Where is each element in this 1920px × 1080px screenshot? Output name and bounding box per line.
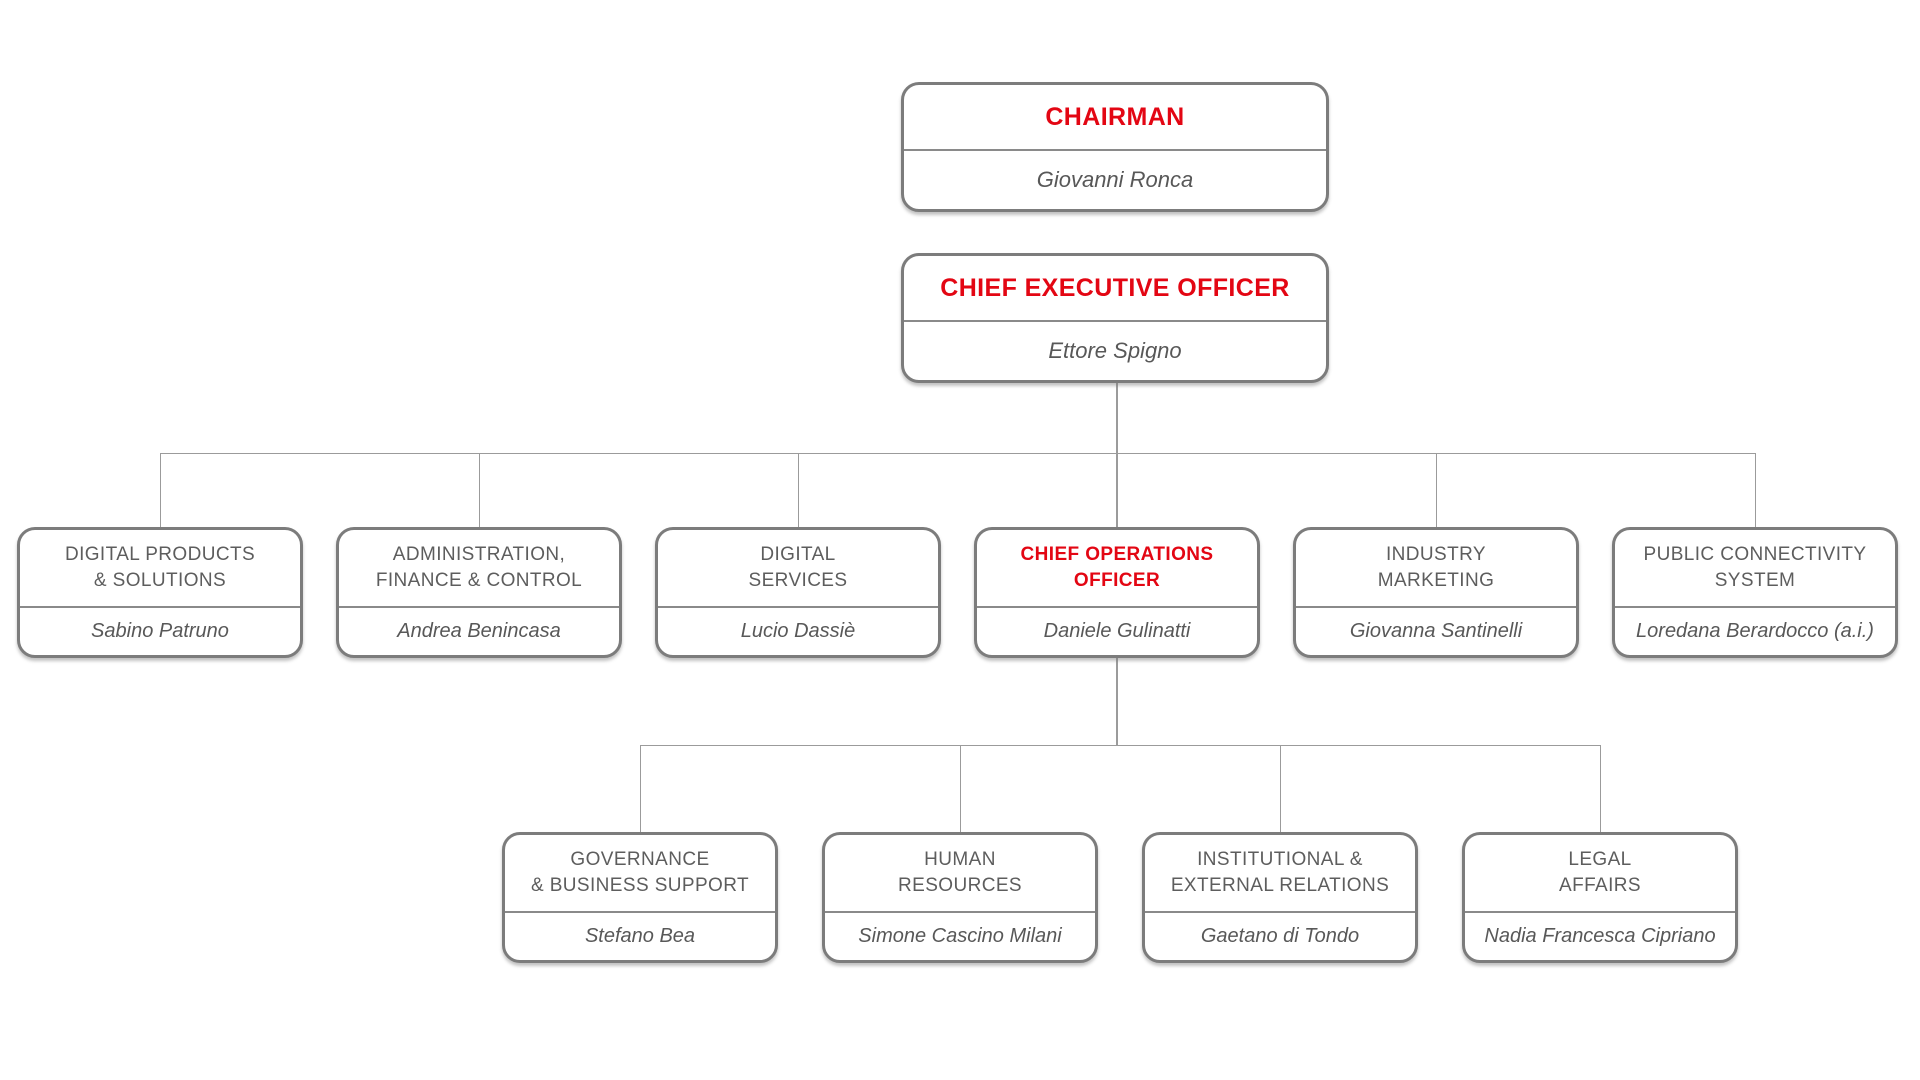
connector-drop-6 [1754,453,1756,527]
org-node-legal-affairs: LEGAL AFFAIRS Nadia Francesca Cipriano [1462,832,1738,963]
node-name: Giovanni Ronca [1036,167,1194,192]
connector-coo-drop [1116,658,1118,745]
node-name: Lucio Dassiè [740,620,856,642]
org-node-coo: CHIEF OPERATIONS OFFICER Daniele Gulinat… [974,527,1260,658]
node-name: Giovanna Santinelli [1349,620,1523,642]
connector-drop-8 [959,745,961,832]
org-node-administration-finance-control: ADMINISTRATION, FINANCE & CONTROL Andrea… [336,527,622,658]
connector-drop-3 [797,453,799,527]
node-name: Stefano Bea [584,925,696,947]
node-name: Nadia Francesca Cipriano [1484,925,1716,947]
node-name: Gaetano di Tondo [1200,925,1360,947]
connector-bus-coo [640,744,1601,746]
connector-bus-ceo [160,452,1756,454]
node-title: DIGITAL SERVICES [658,530,938,608]
node-title: INSTITUTIONAL & EXTERNAL RELATIONS [1145,835,1415,913]
connector-drop-10 [1599,745,1601,832]
node-title: DIGITAL PRODUCTS & SOLUTIONS [20,530,300,608]
node-title: LEGAL AFFAIRS [1465,835,1735,913]
node-name: Ettore Spigno [1048,338,1182,363]
node-title: CHIEF EXECUTIVE OFFICER [904,256,1326,322]
node-name: Loredana Berardocco (a.i.) [1636,620,1874,642]
org-node-chairman: CHAIRMAN Giovanni Ronca [901,82,1329,212]
org-node-governance-business-support: GOVERNANCE & BUSINESS SUPPORT Stefano Be… [502,832,778,963]
connector-drop-5 [1435,453,1437,527]
connector-drop-2 [478,453,480,527]
connector-drop-1 [159,453,161,527]
connector-drop-9 [1279,745,1281,832]
connector-ceo-drop [1116,383,1118,453]
org-node-digital-products-solutions: DIGITAL PRODUCTS & SOLUTIONS Sabino Patr… [17,527,303,658]
node-title: ADMINISTRATION, FINANCE & CONTROL [339,530,619,608]
node-title: CHAIRMAN [904,85,1326,151]
connector-drop-4 [1116,453,1118,527]
node-title: HUMAN RESOURCES [825,835,1095,913]
org-node-human-resources: HUMAN RESOURCES Simone Cascino Milani [822,832,1098,963]
node-title: GOVERNANCE & BUSINESS SUPPORT [505,835,775,913]
org-node-digital-services: DIGITAL SERVICES Lucio Dassiè [655,527,941,658]
node-name: Simone Cascino Milani [858,925,1062,947]
node-name: Daniele Gulinatti [1043,620,1191,642]
node-title: CHIEF OPERATIONS OFFICER [977,530,1257,608]
org-node-industry-marketing: INDUSTRY MARKETING Giovanna Santinelli [1293,527,1579,658]
org-node-ceo: CHIEF EXECUTIVE OFFICER Ettore Spigno [901,253,1329,383]
org-node-public-connectivity-system: PUBLIC CONNECTIVITY SYSTEM Loredana Bera… [1612,527,1898,658]
org-node-institutional-external-relations: INSTITUTIONAL & EXTERNAL RELATIONS Gaeta… [1142,832,1418,963]
node-title: PUBLIC CONNECTIVITY SYSTEM [1615,530,1895,608]
node-name: Andrea Benincasa [397,620,561,642]
node-name: Sabino Patruno [91,620,229,642]
connector-drop-7 [639,745,641,832]
node-title: INDUSTRY MARKETING [1296,530,1576,608]
